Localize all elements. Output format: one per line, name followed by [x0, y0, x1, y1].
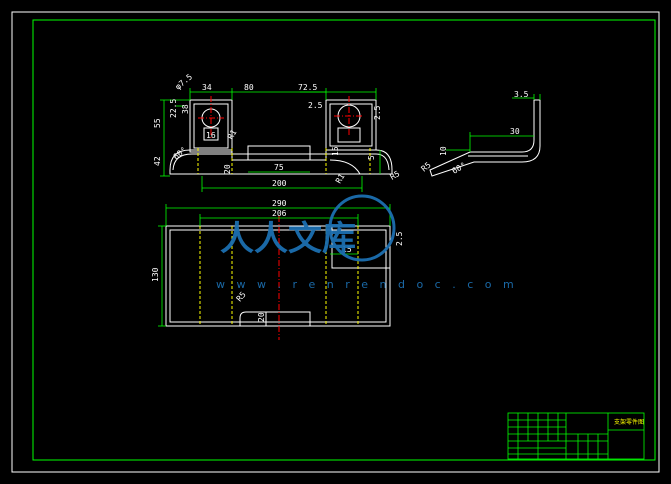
dim-15: 15 [331, 146, 340, 156]
dim-r-small: R1 [334, 172, 347, 185]
dim-55: 55 [153, 118, 162, 128]
dim-34: 34 [202, 83, 212, 92]
flat-dim-20: 20 [257, 312, 266, 322]
dim-r5: R5 [389, 169, 402, 182]
watermark: 人人文库 w w w . r e n r e n d o c . c o m [216, 194, 518, 291]
flat-dim-206: 206 [272, 209, 287, 218]
front-dimension-lines [160, 88, 381, 192]
title-block-title: 支架零件图 [614, 418, 644, 426]
right-slot [337, 127, 361, 143]
right-curve [329, 159, 361, 175]
dim-2-5a: 2.5 [308, 101, 323, 110]
flat-dim-290: 290 [272, 199, 287, 208]
dim-75: 75 [274, 163, 284, 172]
flat-inner-outline [169, 229, 387, 323]
watermark-text: 人人文库 [220, 219, 356, 259]
side-dim-30: 30 [510, 127, 520, 136]
front-center-lines [198, 96, 364, 140]
flat-bend-lines [199, 226, 359, 326]
dim-72-5: 72.5 [298, 83, 317, 92]
dim-20: 20 [223, 164, 232, 174]
side-dimension-lines [446, 94, 541, 152]
title-block [507, 412, 645, 460]
flat-dim-130: 130 [151, 267, 160, 282]
side-dim-10: 10 [439, 146, 448, 156]
flat-dim-2-5: 2.5 [395, 231, 404, 246]
flat-dim-r5: R5 [235, 290, 248, 303]
dim-38: 38 [181, 104, 190, 114]
flat-bottom-slot [265, 311, 311, 327]
dim-80: 80 [244, 83, 254, 92]
dim-2-5b: 2.5 [373, 105, 382, 120]
flat-slot-arc [239, 311, 266, 326]
watermark-circle [328, 194, 396, 262]
dim-200: 200 [272, 179, 287, 188]
side-profile [429, 99, 541, 177]
flat-right-notch [331, 225, 391, 269]
dim-ang: 60° [172, 145, 189, 161]
dim-22-5: 22.5 [169, 99, 178, 118]
dim-42: 42 [153, 156, 162, 166]
dim-phi: φ7.5 [174, 72, 195, 91]
side-dim-3-5: 3.5 [514, 90, 529, 99]
side-view [429, 99, 541, 177]
dim-r1: R1 [226, 128, 239, 141]
watermark-url: w w w . r e n r e n d o c . c o m [216, 278, 518, 291]
flat-dim-15: 15 [342, 245, 352, 254]
inner-border [32, 19, 656, 461]
left-slot [203, 127, 219, 141]
right-upright-inner [329, 103, 373, 147]
front-bend-lines [197, 148, 371, 174]
outer-frame [11, 11, 660, 473]
side-dim-ang: 60° [451, 161, 468, 176]
dim-16: 16 [206, 131, 216, 140]
flat-pattern-view [165, 225, 391, 327]
base-plate-inner [172, 153, 390, 171]
center-tab [247, 145, 311, 161]
dim-5: 5 [367, 155, 376, 160]
